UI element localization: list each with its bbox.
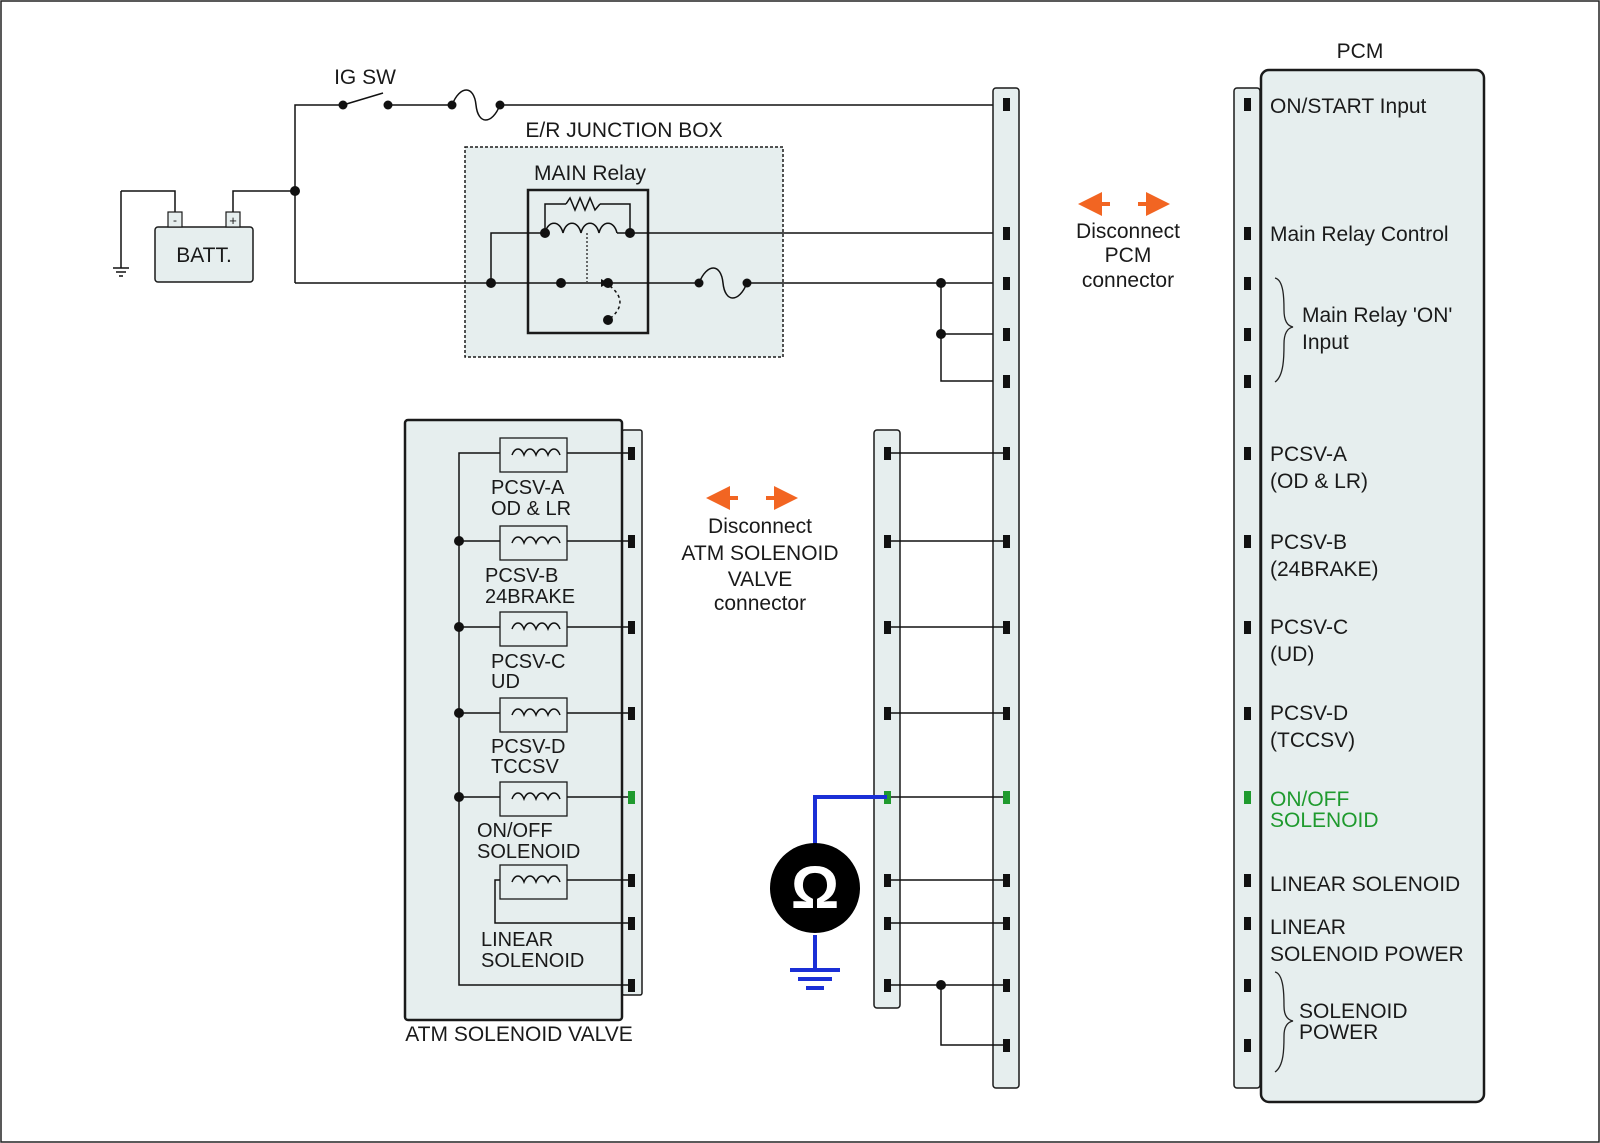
solenoid-coil-pcsv-d: [499, 697, 568, 733]
pcm-pin-label: (UD): [1270, 643, 1314, 666]
solenoid-label: 24BRAKE: [485, 586, 575, 608]
solenoid-coil-linear: [499, 864, 568, 900]
pcm-pins: [1244, 98, 1251, 1052]
solenoid-label: SOLENOID: [481, 950, 584, 972]
junction-box-label: E/R JUNCTION BOX: [525, 119, 722, 142]
disconnect-pcm-indicator: Disconnect PCM connector: [1076, 192, 1180, 292]
pcm-pin-label: PCSV-A: [1270, 443, 1347, 466]
solenoid-label: LINEAR: [481, 929, 553, 951]
pcm-pin-label: Main Relay 'ON': [1302, 304, 1452, 327]
pcm-pin-label-highlight: SOLENOID: [1270, 809, 1379, 832]
pcm-pin-label: LINEAR SOLENOID: [1270, 873, 1460, 896]
power-circuit: - + BATT. IG SW E/R JUNCTION BOX MAIN Re…: [113, 66, 1000, 382]
disconnect-pcm-text: Disconnect: [1076, 220, 1180, 243]
disconnect-pcm-text: connector: [1082, 269, 1174, 292]
solenoid-label: PCSV-B: [485, 565, 558, 587]
battery: - + BATT.: [154, 211, 254, 283]
atm-valve-pins: [628, 447, 635, 992]
pcm-pin-label: ON/START Input: [1270, 95, 1427, 118]
pcm-pin-labels: ON/START Input Main Relay Control Main R…: [1270, 95, 1464, 1073]
battery-minus-label: -: [173, 213, 177, 227]
solenoid-wiring: [454, 452, 628, 986]
solenoid-labels: PCSV-A OD & LR PCSV-B 24BRAKE PCSV-C UD …: [477, 477, 584, 972]
pcm-pin-label: (OD & LR): [1270, 470, 1368, 493]
ohm-icon: Ω: [791, 854, 839, 921]
ohmmeter: Ω: [770, 795, 887, 990]
solenoid-label: OD & LR: [491, 498, 571, 520]
atm-harness-pins: [884, 447, 891, 992]
battery-label: BATT.: [176, 244, 232, 267]
solenoid-label: PCSV-A: [491, 477, 565, 499]
ig-switch: IG SW: [334, 66, 396, 110]
disconnect-atm-text: ATM SOLENOID: [681, 542, 838, 565]
solenoid-coil-on-off: [499, 781, 568, 817]
solenoid-label: SOLENOID: [477, 841, 580, 863]
battery-plus-label: +: [229, 213, 237, 228]
pcm-pin-label: PCSV-C: [1270, 616, 1348, 639]
atm-valve-label: ATM SOLENOID VALVE: [405, 1023, 633, 1046]
pcm-pin-label: POWER: [1299, 1021, 1378, 1044]
pcm-module: [1259, 68, 1486, 1104]
ig-switch-label: IG SW: [334, 66, 396, 89]
pcm-pin-label: SOLENOID POWER: [1270, 943, 1464, 966]
solenoid-label: ON/OFF: [477, 820, 553, 842]
pcm-pin-label: (24BRAKE): [1270, 558, 1379, 581]
brace-solenoid-power: [1274, 971, 1294, 1073]
main-relay-box: [526, 188, 650, 335]
disconnect-pcm-text: PCM: [1105, 244, 1152, 267]
pcm-pin-label-highlight: ON/OFF: [1270, 788, 1349, 811]
relay-coil: [540, 196, 635, 282]
solenoid-coil-pcsv-a: [499, 437, 568, 473]
brace-main-relay: [1274, 277, 1294, 383]
pcm-pin-label: PCSV-D: [1270, 702, 1348, 725]
solenoid-coil-pcsv-c: [499, 611, 568, 647]
pcm-title: PCM: [1337, 40, 1384, 63]
pcm-harness-pins: [1003, 98, 1010, 1052]
disconnect-atm-text: connector: [714, 592, 806, 615]
pcm-pin-label: LINEAR: [1270, 916, 1346, 939]
main-relay-label: MAIN Relay: [534, 162, 647, 185]
solenoid-label: PCSV-D: [491, 736, 565, 758]
pcm-pin-label: (TCCSV): [1270, 729, 1355, 752]
disconnect-atm-indicator: Disconnect ATM SOLENOID VALVE connector: [681, 486, 839, 615]
fuse-ig: [447, 89, 505, 121]
ground-symbol: [113, 190, 176, 277]
pcm-harness-connector: [992, 87, 1020, 1089]
disconnect-atm-text: Disconnect: [708, 515, 812, 538]
solenoid-label: PCSV-C: [491, 651, 565, 673]
solenoid-label: TCCSV: [491, 756, 559, 778]
pcm-pin-label: SOLENOID: [1299, 1000, 1408, 1023]
pcm-pin-label: Main Relay Control: [1270, 223, 1449, 246]
disconnect-atm-text: VALVE: [728, 568, 793, 591]
harness-wires: [891, 452, 1003, 1046]
solenoid-label: UD: [491, 671, 520, 693]
solenoid-coil-pcsv-b: [499, 525, 568, 561]
pcm-pin-label: PCSV-B: [1270, 531, 1347, 554]
solenoid-coils: [499, 437, 568, 900]
pcm-pin-label: Input: [1302, 331, 1349, 354]
